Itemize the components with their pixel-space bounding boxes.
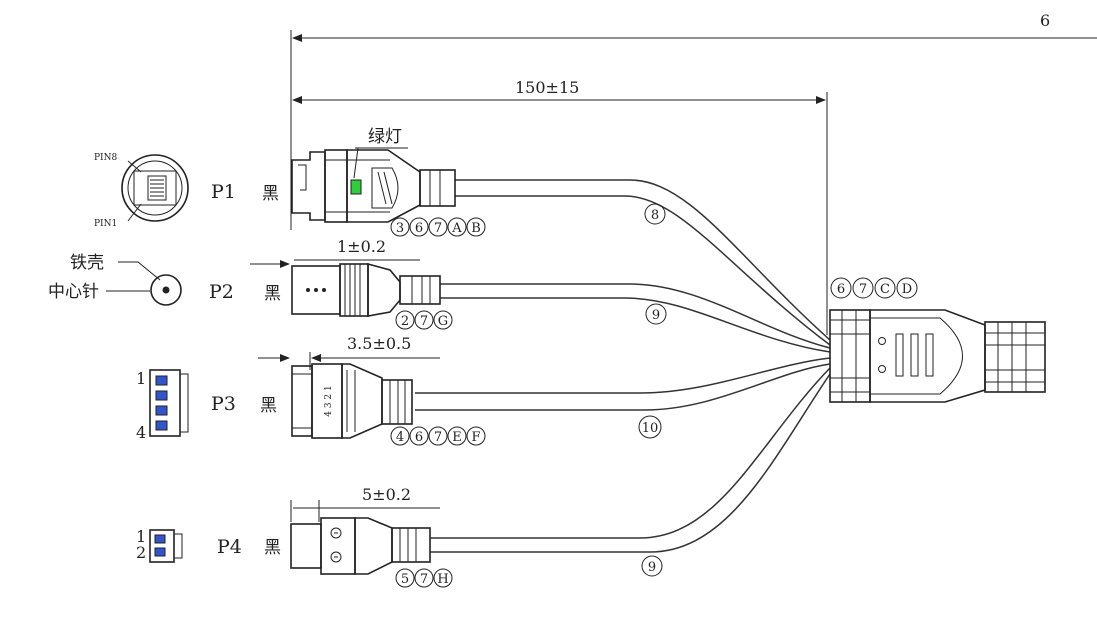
p1-rj45-icon bbox=[121, 154, 189, 222]
svg-text:C: C bbox=[880, 282, 890, 297]
svg-text:7: 7 bbox=[434, 221, 442, 236]
svg-text:7: 7 bbox=[434, 430, 442, 445]
p3-pin-last: 4 bbox=[136, 423, 146, 442]
hub-callouts: 6 7 C D bbox=[830, 277, 918, 299]
p4-color: 黑 bbox=[264, 538, 281, 558]
cable-length-label: 150±15 bbox=[515, 78, 579, 97]
svg-text:B: B bbox=[471, 221, 481, 236]
cable-length-dimension: 150±15 bbox=[292, 78, 828, 335]
wire-p2-a bbox=[440, 283, 831, 349]
p4-connector bbox=[290, 517, 431, 575]
wire-p2-b bbox=[440, 297, 831, 353]
wire-callouts: 8 9 10 9 bbox=[638, 203, 667, 577]
svg-text:6: 6 bbox=[837, 282, 845, 297]
p2-label: P2 bbox=[209, 281, 234, 303]
p4-pin-last: 2 bbox=[136, 543, 146, 562]
wire-callout-4: 9 bbox=[648, 560, 656, 575]
overall-dimension: 6 bbox=[290, 11, 1097, 230]
svg-text:4: 4 bbox=[396, 430, 404, 445]
p2-dc-jack-icon bbox=[150, 274, 182, 306]
p3-label: P3 bbox=[211, 393, 236, 415]
p4-terminal-icon bbox=[149, 529, 183, 563]
svg-text:D: D bbox=[902, 282, 912, 297]
p1-led-label: 绿灯 bbox=[368, 127, 402, 147]
svg-text:6: 6 bbox=[415, 430, 423, 445]
wire-callout-3: 10 bbox=[642, 421, 659, 436]
wire-p4-a bbox=[430, 367, 831, 539]
p1-pin8-label: PIN8 bbox=[94, 153, 117, 163]
p3-connector: 4 3 2 1 bbox=[291, 363, 413, 439]
wire-p1-b bbox=[455, 195, 831, 346]
p2-connector bbox=[291, 262, 441, 317]
svg-text:6: 6 bbox=[415, 221, 423, 236]
svg-text:7: 7 bbox=[420, 314, 428, 329]
wire-p1-a bbox=[455, 179, 831, 341]
p4-label: P4 bbox=[217, 536, 242, 558]
p2-offset-label: 1±0.2 bbox=[337, 237, 386, 256]
p4-offset-label: 5±0.2 bbox=[362, 485, 411, 504]
svg-text:E: E bbox=[452, 430, 462, 445]
p1-connector bbox=[291, 149, 456, 223]
p1-label: P1 bbox=[211, 181, 236, 203]
wire-callout-1: 8 bbox=[651, 208, 659, 223]
p3-callouts: 4 6 7 E F bbox=[390, 426, 486, 446]
svg-text:A: A bbox=[451, 221, 462, 236]
svg-text:H: H bbox=[437, 572, 448, 587]
svg-text:G: G bbox=[438, 314, 448, 329]
p3-pin-first: 1 bbox=[136, 369, 146, 388]
svg-text:2: 2 bbox=[401, 314, 409, 329]
p4-callouts: 5 7 H bbox=[395, 568, 453, 588]
p2-center-label: 中心针 bbox=[48, 282, 99, 302]
svg-text:5: 5 bbox=[401, 572, 409, 587]
p3-color: 黑 bbox=[260, 396, 277, 416]
p1-color: 黑 bbox=[262, 184, 279, 204]
hub-molding bbox=[829, 309, 1046, 403]
p1-callouts: 3 6 7 A B bbox=[390, 217, 486, 237]
overall-dimension-label: 6 bbox=[1040, 11, 1050, 30]
p2-shell-label: 铁壳 bbox=[70, 253, 104, 273]
svg-text:7: 7 bbox=[859, 282, 867, 297]
svg-text:7: 7 bbox=[420, 572, 428, 587]
wires bbox=[415, 179, 831, 553]
svg-text:F: F bbox=[471, 430, 480, 445]
wire-p3-a bbox=[415, 357, 831, 394]
wire-p3-b bbox=[415, 363, 831, 411]
p1-pin1-label: PIN1 bbox=[94, 219, 117, 229]
p2-color: 黑 bbox=[264, 284, 281, 304]
svg-text:3: 3 bbox=[396, 221, 404, 236]
wire-callout-2: 9 bbox=[652, 308, 660, 323]
p3-terminal-icon bbox=[149, 369, 189, 437]
wire-p4-b bbox=[430, 373, 831, 553]
p3-body-text: 4 3 2 1 bbox=[324, 385, 334, 417]
p3-offset-label: 3.5±0.5 bbox=[347, 334, 411, 353]
p2-callouts: 2 7 G bbox=[395, 310, 453, 330]
p4-pin-first: 1 bbox=[136, 527, 146, 546]
